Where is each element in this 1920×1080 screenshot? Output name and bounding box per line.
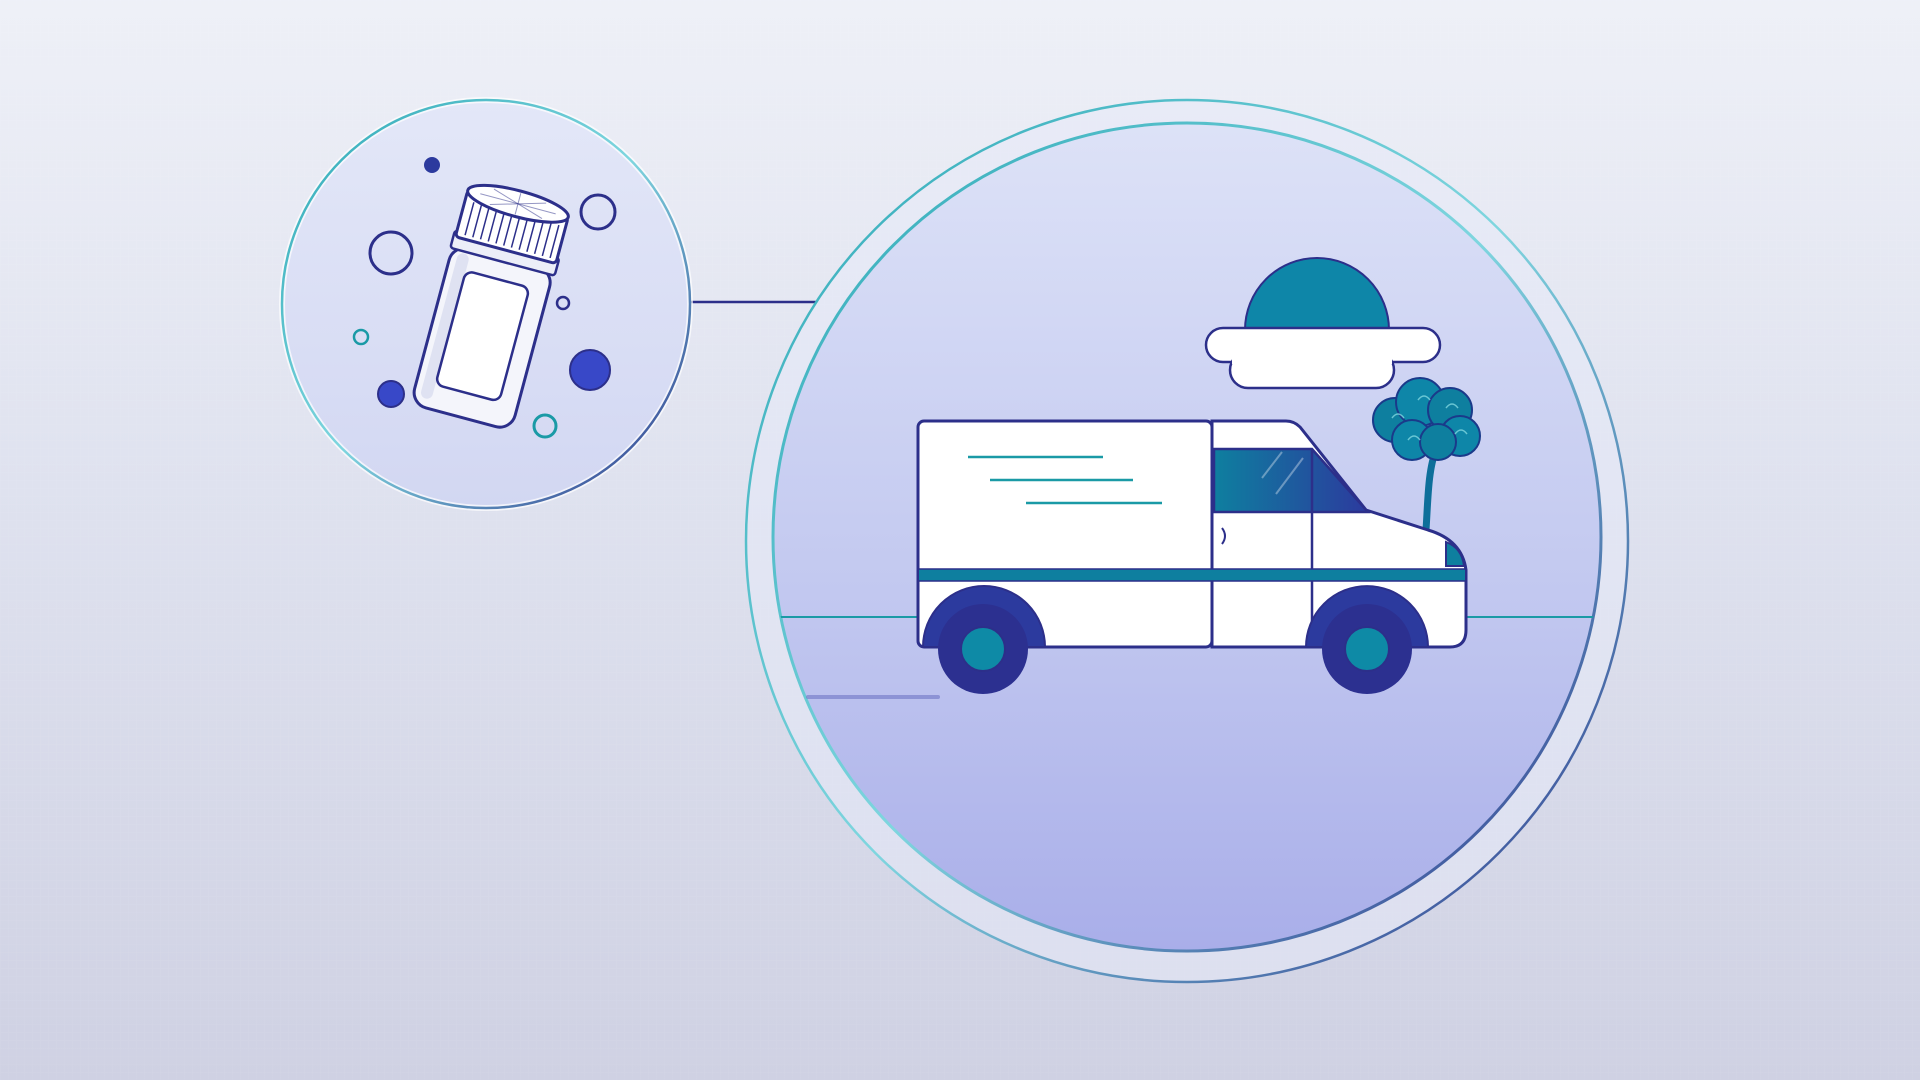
sun-icon	[1243, 257, 1391, 331]
pill-bottle-circle	[279, 97, 693, 511]
pill-bottle-icon	[412, 183, 570, 429]
rear-wheel	[938, 604, 1028, 694]
cloud-icon	[1204, 326, 1442, 390]
delivery-scene-circle	[744, 98, 1630, 984]
bubbles	[352, 157, 617, 439]
tree-icon	[1372, 377, 1481, 534]
front-wheel	[1322, 604, 1412, 694]
delivery-van-icon	[916, 419, 1468, 694]
